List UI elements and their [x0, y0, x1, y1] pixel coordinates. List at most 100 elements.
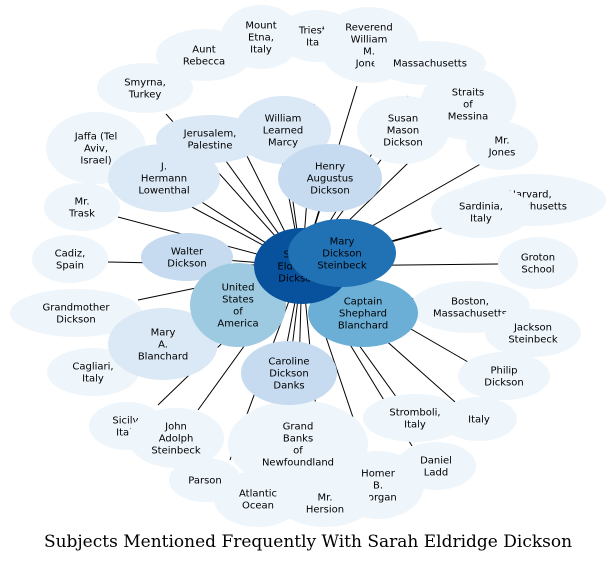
- node-cadiz-spain-label-line: Cadiz,: [55, 249, 86, 260]
- node-j-hermann-lowenthal-label-line: J.: [160, 162, 167, 173]
- node-boston-massachusetts-label-line: Massachusetts: [433, 309, 507, 320]
- node-trieste-italy-label-line: Italy: [306, 38, 328, 49]
- node-bubble: [97, 63, 193, 113]
- node-smyrna-turkey-label-line: Smyrna,: [124, 78, 166, 89]
- node-cagliari-italy-label-line: Italy: [82, 374, 104, 385]
- node-mr-hersion: Mr.Hersion: [279, 479, 371, 527]
- node-massachusetts-label-line: Massachusetts: [393, 59, 467, 70]
- node-sardinia-italy-label-line: Sardinia,: [459, 202, 503, 213]
- node-groton-school-label-line: Groton: [521, 253, 555, 264]
- node-henry-augustus-dickson-label-line: Henry: [315, 162, 345, 173]
- node-caroline-dickson-danks-label-line: Danks: [273, 381, 304, 392]
- node-bubble: [108, 308, 218, 380]
- node-bubble: [466, 122, 538, 170]
- node-henry-augustus-dickson-label-line: Augustus: [307, 174, 354, 185]
- node-bubble: [32, 235, 108, 283]
- node-mr-trask: Mr.Trask: [44, 183, 120, 231]
- node-trieste-italy-label: Trieste,Italy: [298, 26, 335, 49]
- node-bubble: [228, 400, 368, 488]
- node-bubble: [498, 237, 578, 289]
- figure-title: Subjects Mentioned Frequently With Sarah…: [43, 532, 573, 552]
- node-john-adolph-steinbeck-label-line: Steinbeck: [151, 446, 201, 457]
- node-bubble: [485, 309, 581, 357]
- node-mary-a-blanchard-label-line: Blanchard: [138, 352, 188, 363]
- node-groton-school-label-line: School: [521, 265, 554, 276]
- node-smyrna-turkey-label: Smyrna,Turkey: [124, 78, 166, 101]
- node-bubble: [357, 96, 449, 164]
- node-straits-of-messina-label-line: Straits: [452, 88, 484, 99]
- node-bubble: [141, 233, 233, 281]
- node-walter-dickson-label-line: Dickson: [167, 259, 206, 270]
- node-sardinia-italy: Sardinia,Italy: [431, 186, 531, 238]
- node-mr-hersion-label: Mr.Hersion: [306, 493, 344, 516]
- node-homer-b-morgan-label-line: B.: [373, 481, 383, 492]
- node-reverend-william-m-jones-label-line: William: [351, 35, 388, 46]
- node-grand-banks-of-newfoundland-label-line: Grand: [283, 422, 314, 433]
- center-node-label-line: Dickson: [278, 274, 317, 285]
- node-daniel-ladd-label-line: Daniel: [420, 456, 452, 467]
- node-smyrna-turkey: Smyrna,Turkey: [97, 63, 193, 113]
- node-bubble: [221, 5, 301, 69]
- node-bubble: [288, 219, 396, 287]
- node-homer-b-morgan-label-line: Morgan: [359, 493, 397, 504]
- node-grand-banks-of-newfoundland-label-line: of: [293, 446, 303, 457]
- node-parson-label: Parson: [188, 476, 222, 487]
- node-trieste-italy-label-line: Trieste,: [298, 26, 335, 37]
- node-j-hermann-lowenthal-label-line: Hermann: [141, 174, 187, 185]
- node-walter-dickson-label-line: Walter: [171, 247, 204, 258]
- node-harvard-massachusetts-label-line: Harvard,: [508, 190, 551, 201]
- node-reverend-william-m-jones-label-line: Jones: [355, 59, 383, 70]
- node-sicily-italy-label-line: Italy: [116, 428, 138, 439]
- node-stromboli-italy-label: Stromboli,Italy: [389, 408, 440, 431]
- node-mary-dickson-steinbeck-label-line: Dickson: [322, 249, 361, 260]
- node-bubble: [308, 279, 418, 347]
- node-sardinia-italy-label: Sardinia,Italy: [459, 202, 503, 225]
- node-bubble: [44, 183, 120, 231]
- node-aunt-rebecca-label-line: Aunt: [192, 45, 216, 56]
- node-sicily-italy-label: Sicily,Italy: [112, 416, 141, 439]
- node-philip-dickson-label-line: Philip: [490, 366, 517, 377]
- node-mary-a-blanchard-label-line: A.: [158, 340, 168, 351]
- node-cadiz-spain-label-line: Spain: [56, 261, 84, 272]
- node-bubble: [441, 397, 517, 441]
- node-susan-mason-dickson-label-line: Susan: [388, 114, 418, 125]
- node-mr-jones: Mr.Jones: [466, 122, 538, 170]
- node-united-states-of-america-label-line: America: [217, 319, 258, 330]
- node-mr-trask-label: Mr.Trask: [68, 197, 95, 220]
- node-parson-label-line: Parson: [188, 476, 222, 487]
- node-united-states-of-america-label-line: United: [222, 283, 255, 294]
- node-italy-label: Italy: [468, 415, 490, 426]
- node-mount-etna-italy-label-line: Italy: [250, 45, 272, 56]
- node-bubble: [108, 144, 220, 212]
- node-reverend-william-m-jones-label-line: Reverend: [345, 23, 392, 34]
- node-massachusetts-label: Massachusetts: [393, 59, 467, 70]
- node-stromboli-italy: Stromboli,Italy: [363, 394, 467, 442]
- node-philip-dickson-label-line: Dickson: [484, 378, 523, 389]
